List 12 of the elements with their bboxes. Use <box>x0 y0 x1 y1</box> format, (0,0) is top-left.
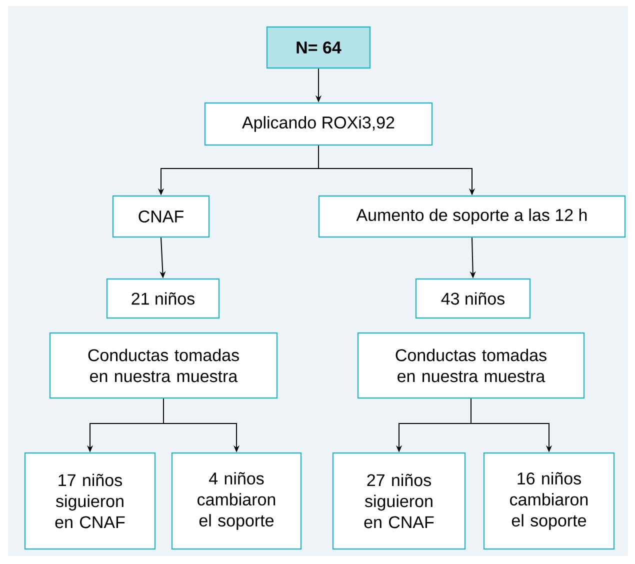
process-box: Aplicando ROXi3,92 <box>204 102 433 146</box>
process-box: 43 niños <box>415 278 531 319</box>
start-box: N= 64 <box>266 26 371 69</box>
process-box: 16 niños cambiaron el soporte <box>483 452 615 550</box>
process-box: 21 niños <box>106 278 220 319</box>
process-box: 4 niños cambiaron el soporte <box>171 452 302 550</box>
process-box: 17 niños siguieron en CNAF <box>24 452 156 550</box>
process-box: Aumento de soporte a las 12 h <box>318 195 626 238</box>
process-box: CNAF <box>112 195 210 238</box>
process-box: Conductas tomadas en nuestra muestra <box>49 332 278 399</box>
process-box: 27 niños siguieron en CNAF <box>332 452 466 550</box>
process-box: Conductas tomadas en nuestra muestra <box>357 332 585 399</box>
